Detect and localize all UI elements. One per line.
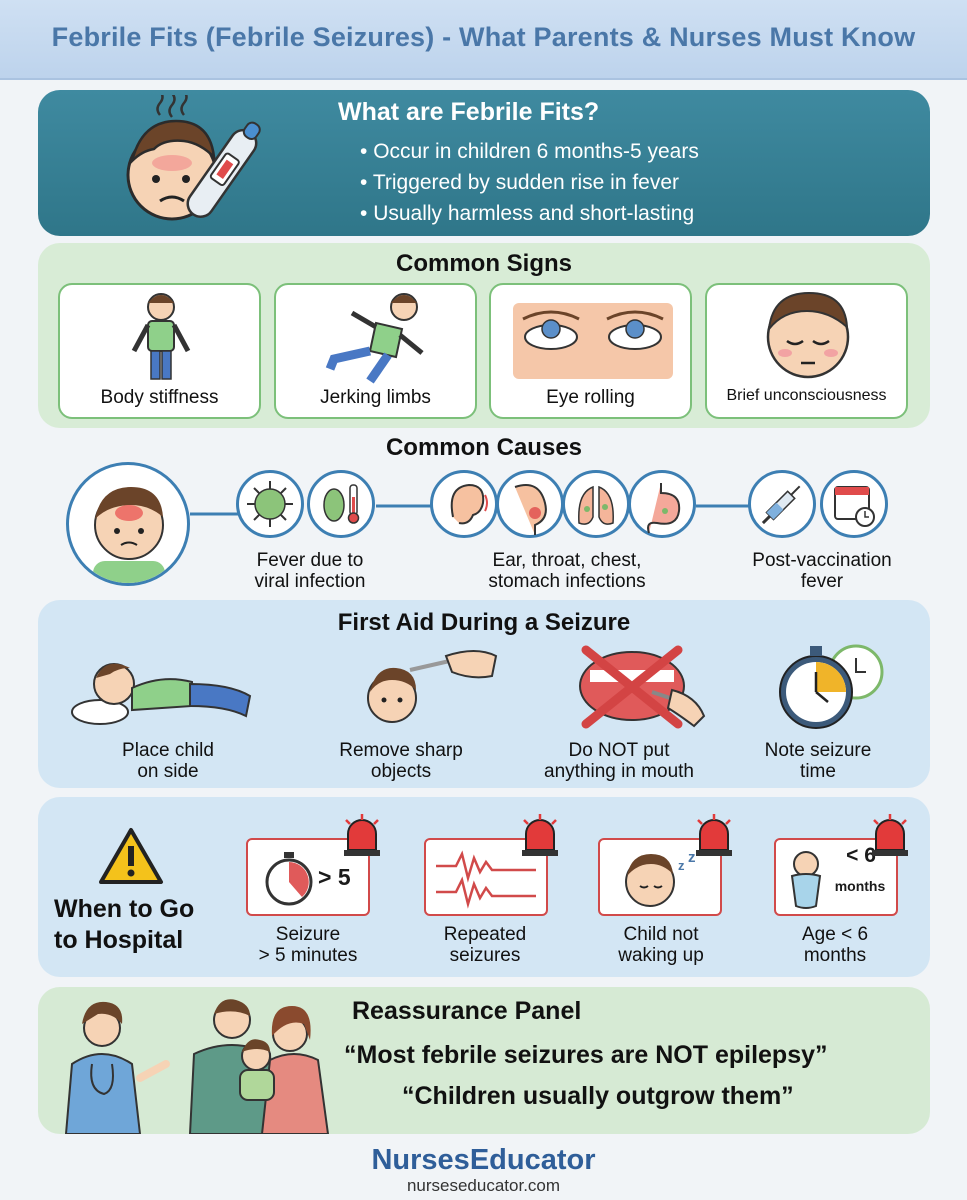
svg-text:z: z bbox=[688, 849, 696, 866]
signs-title: Common Signs bbox=[395, 250, 572, 277]
siren-icon bbox=[344, 814, 380, 856]
reassurance-panel bbox=[38, 987, 930, 1134]
calendar-clock-icon bbox=[820, 470, 888, 538]
baby-icon bbox=[790, 851, 822, 909]
hospital-label: Child not waking up bbox=[618, 924, 704, 966]
svg-text:z: z bbox=[678, 858, 685, 873]
virus-icon bbox=[236, 470, 304, 538]
quote-epilepsy: “Most febrile seizures are NOT epilepsy” bbox=[344, 1041, 828, 1069]
feverish-child-thermometer-icon bbox=[126, 95, 261, 221]
sign-label: Eye rolling bbox=[546, 387, 635, 408]
page-title: Febrile Fits (Febrile Seizures) - What P… bbox=[51, 22, 916, 52]
siren-icon bbox=[522, 814, 558, 856]
syringe-icon bbox=[748, 470, 816, 538]
sign-label: Body stiffness bbox=[100, 387, 219, 408]
seizure-wave-icon bbox=[436, 850, 536, 909]
sign-card-body-stiffness: Body stiffness bbox=[58, 283, 261, 419]
causes-title: Common Causes bbox=[385, 434, 583, 461]
remove-sharp-objects-icon bbox=[367, 650, 498, 723]
duration-text: > 5 bbox=[318, 864, 351, 890]
site-url: nurseseducator.com bbox=[406, 1176, 561, 1195]
no-mouth-object-icon bbox=[579, 645, 706, 729]
causes-connector bbox=[190, 504, 750, 516]
first-aid-label: Place child on side bbox=[122, 740, 214, 782]
alert-box-age: < 6 months bbox=[774, 838, 898, 916]
cause-label: Fever due to viral infection bbox=[254, 550, 366, 592]
sign-card-eye-rolling: Eye rolling bbox=[489, 283, 692, 419]
bacteria-thermometer-icon bbox=[307, 470, 375, 538]
stopwatch-icon bbox=[265, 852, 313, 906]
stopwatch-clock-icon bbox=[779, 644, 884, 729]
hospital-label: Age < 6 months bbox=[801, 924, 869, 966]
child-on-side-icon bbox=[71, 663, 252, 725]
sign-card-jerking-limbs: Jerking limbs bbox=[274, 283, 477, 419]
nurse-family-icon bbox=[64, 999, 330, 1134]
what-point: Occur in children 6 months-5 years bbox=[360, 136, 699, 167]
age-unit: months bbox=[834, 878, 886, 894]
quote-outgrow: “Children usually outgrow them” bbox=[402, 1082, 794, 1110]
jerking-child-icon bbox=[325, 293, 424, 384]
cause-child-fever bbox=[66, 462, 190, 586]
cause-label: Post-vaccination fever bbox=[752, 550, 892, 592]
sick-child-icon bbox=[93, 487, 165, 583]
hospital-label: Seizure > 5 minutes bbox=[258, 924, 358, 966]
siren-icon bbox=[696, 814, 732, 856]
eye-rolling-icon bbox=[513, 303, 673, 379]
what-list: Occur in children 6 months-5 years Trigg… bbox=[360, 136, 699, 229]
hospital-title: When to Go to Hospital bbox=[54, 895, 195, 954]
stiff-child-icon bbox=[131, 293, 191, 380]
first-aid-label: Remove sharp objects bbox=[339, 740, 463, 782]
stomach-icon bbox=[628, 470, 696, 538]
unconscious-child-icon bbox=[766, 291, 850, 379]
ear-icon bbox=[430, 470, 498, 538]
sign-label: Jerking limbs bbox=[320, 387, 431, 408]
siren-icon bbox=[872, 814, 908, 856]
cause-label: Ear, throat, chest, stomach infections bbox=[488, 550, 646, 592]
what-point: Triggered by sudden rise in fever bbox=[360, 167, 699, 198]
hospital-label: Repeated seizures bbox=[443, 924, 527, 966]
reassurance-title: Reassurance Panel bbox=[352, 997, 582, 1025]
brand-logo: NursesEducator bbox=[371, 1144, 596, 1176]
warning-icon bbox=[99, 828, 163, 884]
first-aid-title: First Aid During a Seizure bbox=[337, 609, 631, 636]
what-point: Usually harmless and short-lasting bbox=[360, 198, 699, 229]
sleeping-child-icon: z z bbox=[625, 849, 696, 907]
header-bar: Febrile Fits (Febrile Seizures) - What P… bbox=[0, 0, 967, 80]
sign-label: Brief unconsciousness bbox=[726, 387, 887, 404]
chest-lungs-icon bbox=[562, 470, 630, 538]
what-title: What are Febrile Fits? bbox=[338, 98, 600, 126]
age-text: < 6 bbox=[846, 844, 876, 867]
throat-icon bbox=[496, 470, 564, 538]
first-aid-label: Do NOT put anything in mouth bbox=[544, 740, 694, 782]
sign-card-brief-unconsciousness: Brief unconsciousness bbox=[705, 283, 908, 419]
first-aid-label: Note seizure time bbox=[764, 740, 872, 782]
